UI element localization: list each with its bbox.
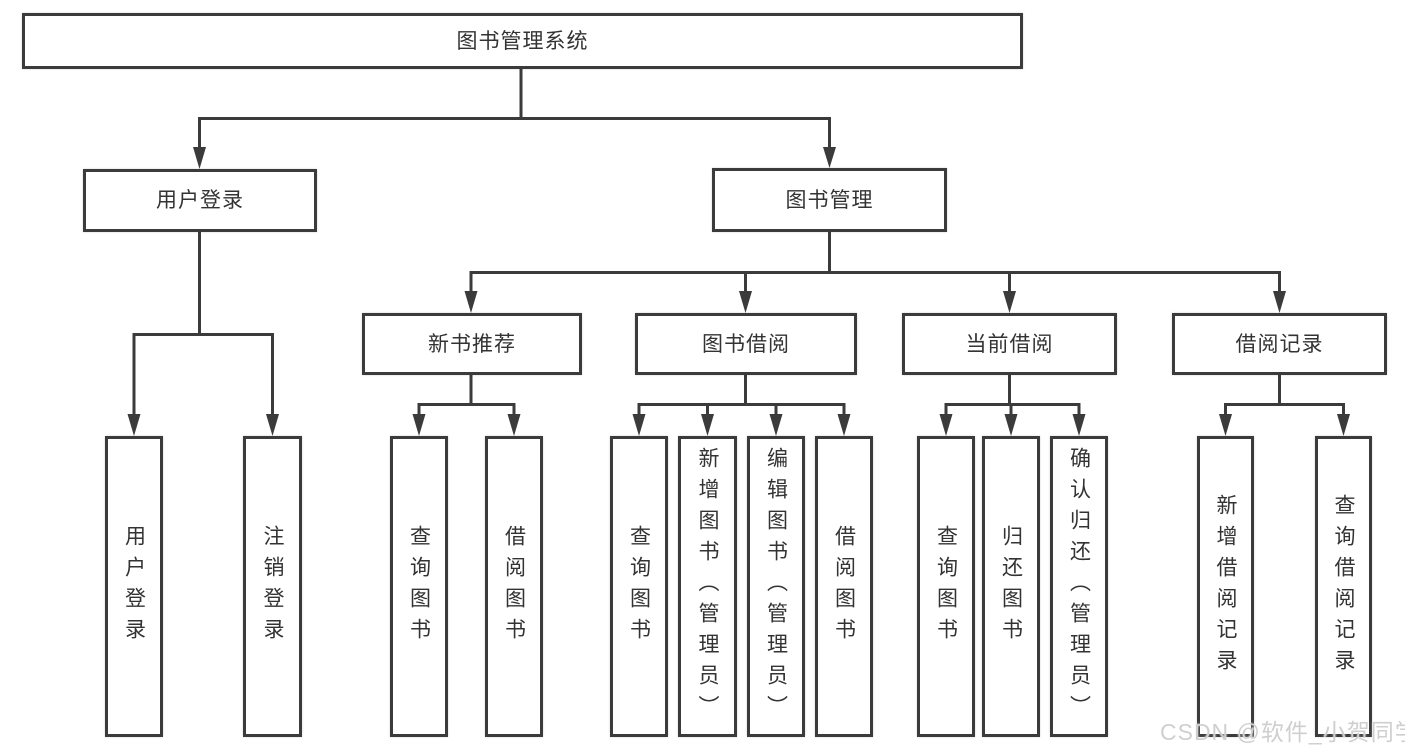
node-book-management: 图书管理	[712, 168, 947, 232]
leaf-query-book-1: 查询图书	[390, 436, 448, 737]
leaf-return-book: 归还图书	[982, 436, 1040, 737]
leaf-query-book-2: 查询图书	[610, 436, 668, 737]
leaf-edit-book-admin: 编辑图书（管理员）	[747, 436, 805, 737]
leaf-query-book-3: 查询图书	[917, 436, 975, 737]
node-root: 图书管理系统	[22, 13, 1023, 69]
leaf-add-borrow-record: 新增借阅记录	[1197, 436, 1254, 737]
leaf-borrow-book-1: 借阅图书	[485, 436, 543, 737]
leaf-logout: 注销登录	[243, 436, 302, 737]
leaf-confirm-return-admin: 确认归还（管理员）	[1050, 436, 1108, 737]
csdn-watermark: CSDN @软件_小贺同学	[1160, 719, 1405, 745]
leaf-user-login: 用户登录	[105, 436, 163, 737]
node-current-borrow: 当前借阅	[902, 313, 1117, 375]
leaf-query-borrow-record: 查询借阅记录	[1315, 436, 1372, 737]
node-borrow-record: 借阅记录	[1172, 313, 1387, 375]
leaf-add-book-admin: 新增图书（管理员）	[678, 436, 737, 737]
node-user-login: 用户登录	[83, 169, 317, 232]
node-book-borrow: 图书借阅	[635, 313, 857, 375]
node-new-book-recommend: 新书推荐	[362, 313, 582, 375]
leaf-borrow-book-2: 借阅图书	[815, 436, 873, 737]
